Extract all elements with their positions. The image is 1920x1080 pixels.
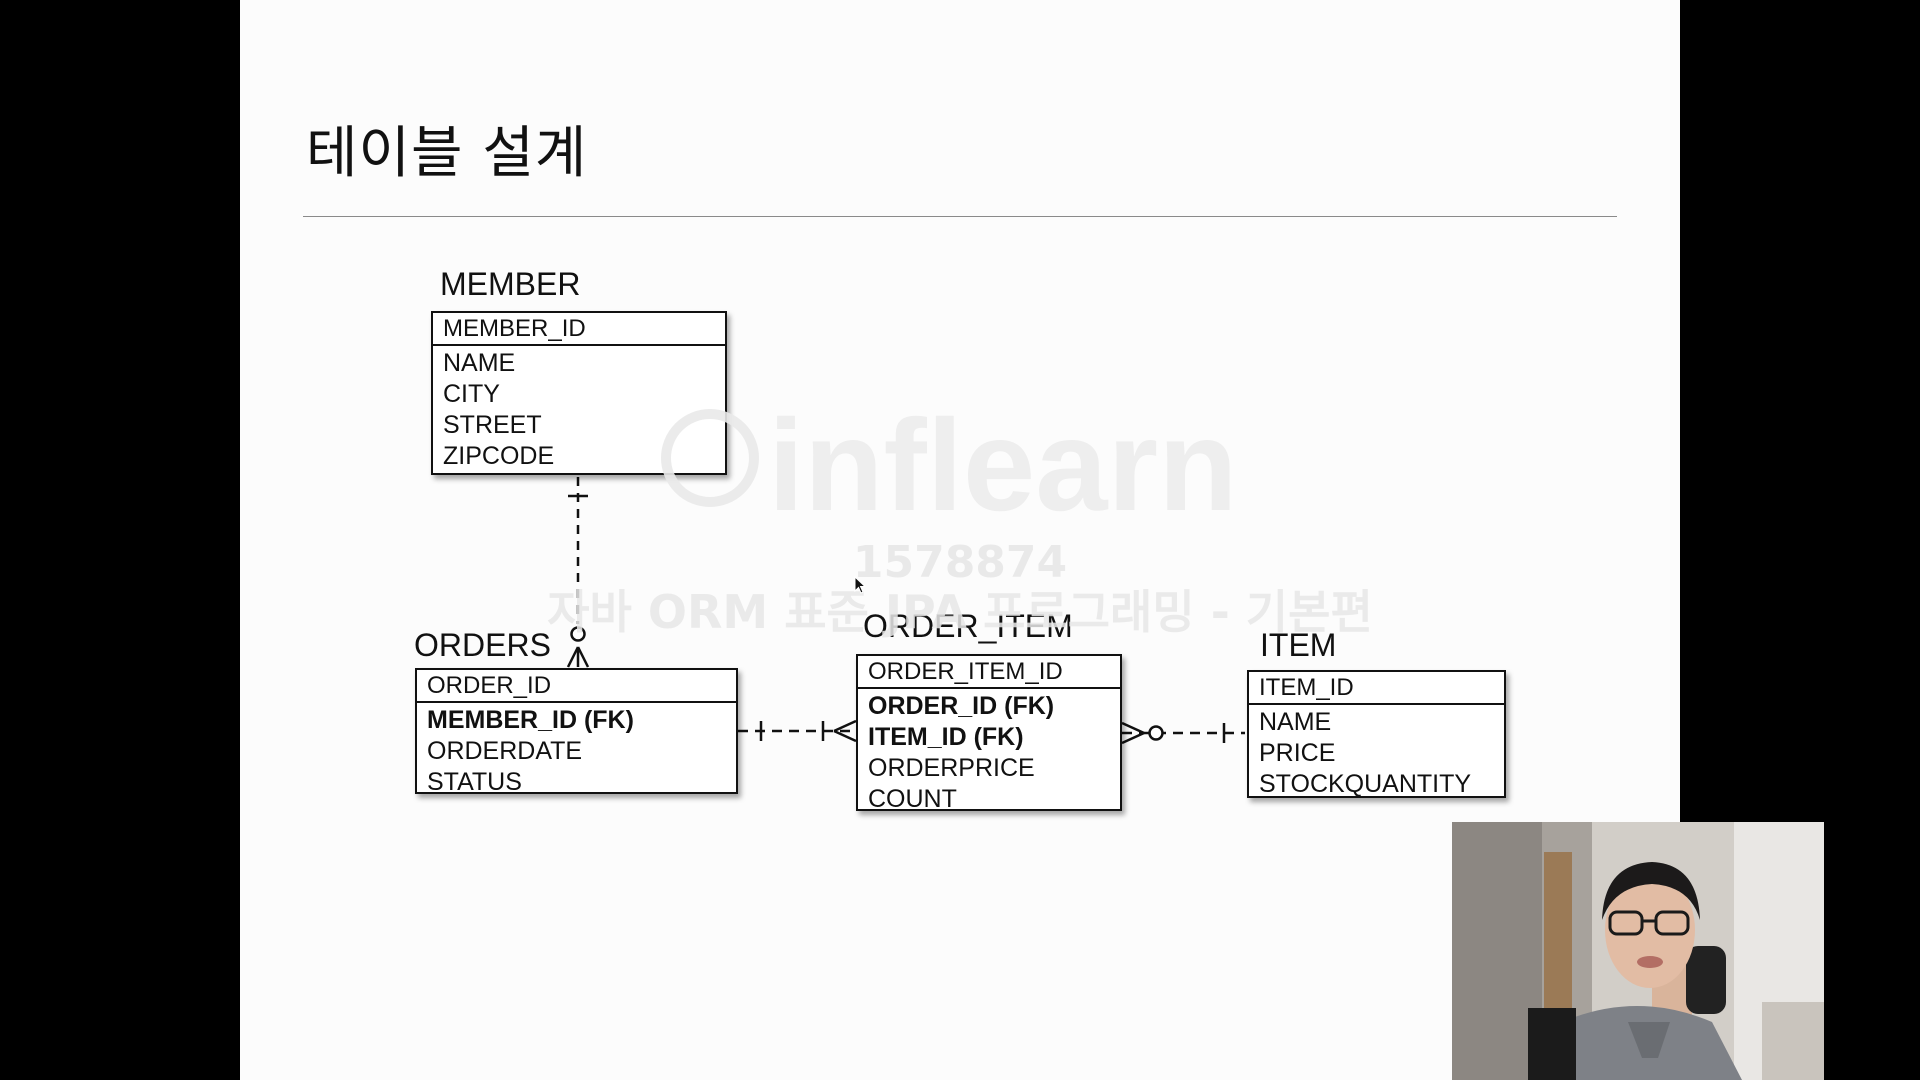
relationship-lines	[566, 477, 1245, 745]
order-item-column: ITEM_ID (FK)	[868, 723, 1024, 751]
order-item-pk: ORDER_ITEM_ID	[858, 656, 1120, 689]
entity-name-item: ITEM	[1260, 627, 1337, 663]
entity-orders: ORDER_ID MEMBER_ID (FK) ORDERDATE STATUS	[415, 668, 738, 796]
orderitem-crow-bottom	[833, 729, 857, 743]
orderitem-zero-circle	[1148, 725, 1164, 741]
order-item-column: ORDERPRICE	[868, 754, 1035, 782]
orderitem-crow-top-right	[1121, 721, 1145, 735]
orders-zero-circle	[570, 626, 586, 642]
member-column: ZIPCODE	[443, 442, 555, 470]
entity-item: ITEM_ID NAME PRICE STOCKQUANTITY	[1247, 670, 1506, 798]
orders-crow-left	[566, 646, 580, 668]
entity-order-item: ORDER_ITEM_ID ORDER_ID (FK) ITEM_ID (FK)…	[856, 654, 1122, 813]
orders-column: STATUS	[427, 768, 522, 796]
orders-crow-right	[576, 646, 590, 668]
member-column: CITY	[443, 380, 500, 408]
item-column: PRICE	[1259, 739, 1336, 767]
orderitem-crow-top	[833, 719, 857, 733]
orders-column: ORDERDATE	[427, 737, 583, 765]
entity-name-orders: ORDERS	[414, 627, 551, 663]
presenter-video-frame	[1452, 822, 1824, 1080]
entity-name-order-item: ORDER_ITEM	[863, 608, 1073, 644]
entity-member: MEMBER_ID NAME CITY STREET ZIPCODE	[431, 311, 727, 475]
item-column: NAME	[1259, 708, 1332, 736]
slide-title: 테이블 설계	[306, 121, 588, 186]
orderitem-crow-bottom-right	[1121, 731, 1145, 745]
orders-column: MEMBER_ID (FK)	[427, 706, 634, 734]
item-column: STOCKQUANTITY	[1259, 770, 1472, 798]
order-item-column: ORDER_ID (FK)	[868, 692, 1055, 720]
presenter-webcam	[1452, 822, 1824, 1080]
order-item-column: COUNT	[868, 785, 957, 813]
item-pk: ITEM_ID	[1249, 672, 1504, 705]
mouse-cursor-icon	[854, 576, 867, 594]
member-column: STREET	[443, 411, 542, 439]
member-column: NAME	[443, 349, 516, 377]
orders-pk: ORDER_ID	[417, 670, 736, 703]
member-pk: MEMBER_ID	[433, 313, 725, 346]
entity-name-member: MEMBER	[440, 266, 581, 302]
title-divider	[303, 216, 1617, 217]
